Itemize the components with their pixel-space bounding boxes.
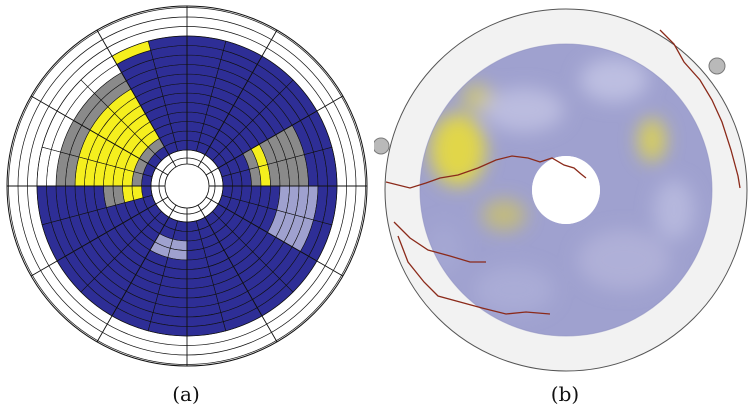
central-hole bbox=[532, 156, 600, 224]
sector-spoke bbox=[205, 95, 344, 176]
sector-spoke bbox=[197, 204, 278, 343]
grid-cell bbox=[186, 140, 200, 152]
sector-spoke bbox=[30, 196, 169, 277]
sector-spoke bbox=[197, 29, 278, 168]
grid-cell bbox=[186, 130, 202, 143]
grid-cell bbox=[172, 229, 188, 242]
sector-spoke bbox=[96, 204, 177, 343]
volume-render-panel-b bbox=[374, 8, 748, 372]
vessel-top-right bbox=[659, 29, 741, 189]
caption-b: (b) bbox=[550, 382, 580, 406]
marker-right bbox=[708, 57, 726, 75]
annulus-outer-edge bbox=[419, 43, 713, 337]
vessel-left-mid bbox=[393, 221, 486, 263]
grid-cell bbox=[131, 171, 144, 187]
inner-core-ring bbox=[164, 163, 210, 209]
grid-cell bbox=[174, 220, 188, 232]
vessel-upper bbox=[385, 155, 587, 189]
caption-a: (a) bbox=[172, 382, 200, 406]
vessel-lines bbox=[385, 29, 741, 315]
sector-spoke bbox=[30, 95, 169, 176]
sector-spoke bbox=[96, 29, 177, 168]
marker-left bbox=[374, 137, 390, 155]
grid-cell bbox=[141, 173, 153, 187]
grid-cell bbox=[221, 185, 233, 199]
polar-grid-panel-a bbox=[6, 5, 368, 367]
grid-cell bbox=[230, 185, 243, 201]
sector-spoke bbox=[205, 196, 344, 277]
vessel-lower bbox=[397, 235, 551, 315]
polar-grid-lines bbox=[7, 6, 367, 366]
